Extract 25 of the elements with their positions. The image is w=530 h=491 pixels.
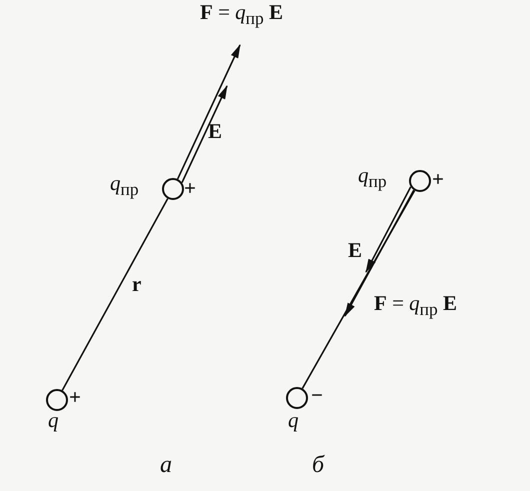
vector-arrow [181,85,228,183]
vector-arrow [176,44,241,180]
charge-label: q$_{пр}$ [110,173,139,199]
circle-charge [286,387,308,409]
radius-line [302,190,416,389]
charge-label: + [69,387,81,408]
panel-caption: а [160,453,172,477]
vector-arrow [344,190,414,317]
radius-line [62,198,168,391]
edge-label: E [348,240,362,261]
charge-label: q [48,410,58,431]
panel-caption: б [312,453,324,477]
charge-label: + [432,169,444,190]
edge-label: F = q$_{пр}$ E [200,2,284,28]
circle-charge [162,178,184,200]
edge-label: F = q$_{пр}$ E [374,293,458,319]
edge-label: E [208,121,222,142]
charge-label: q [288,410,298,431]
charge-label: + [184,178,196,199]
circle-charge [46,389,68,411]
charge-label: q$_{пр}$ [358,165,387,191]
charge-label: − [311,385,323,406]
circle-charge [409,170,431,192]
edge-label: r [132,274,142,295]
vector-arrow [365,186,412,273]
